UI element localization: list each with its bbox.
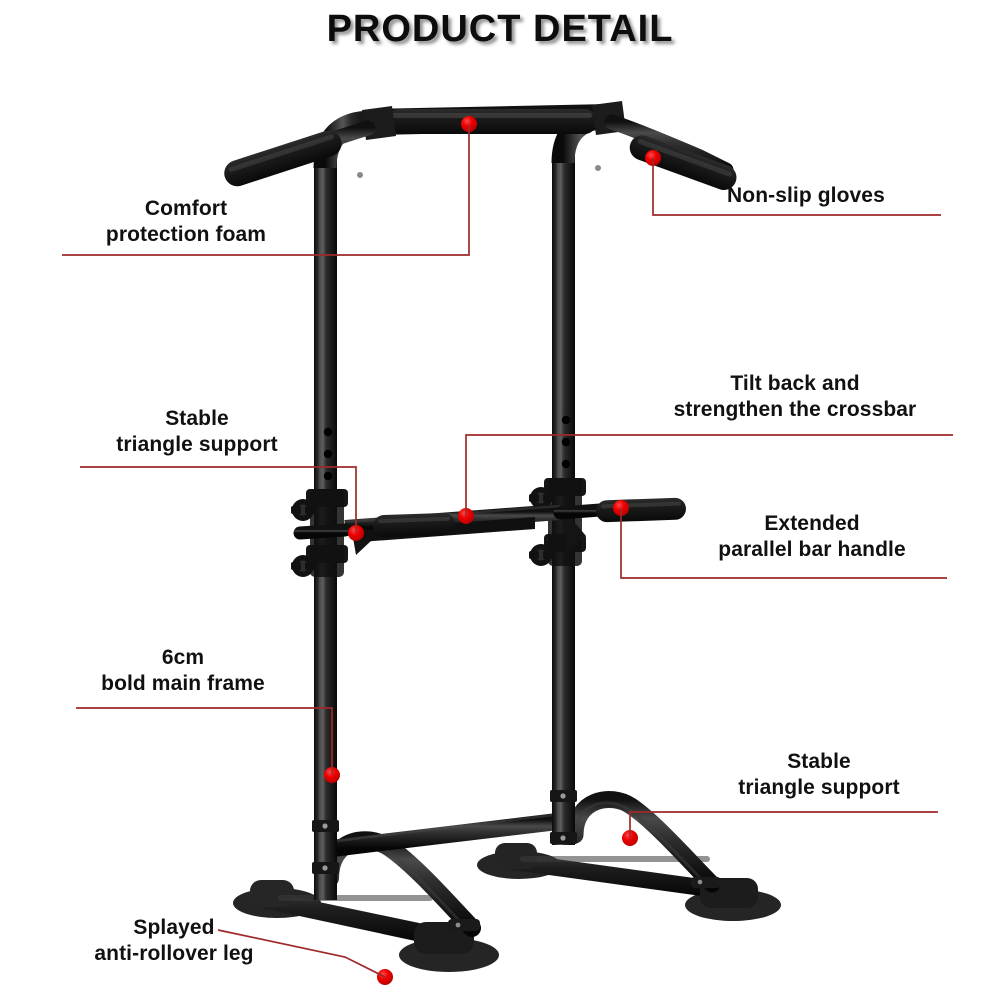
marker-dot-tilt-back-strengthen-crossbar [458,508,474,524]
callout-label-stable-triangle-support-upper: Stable triangle support [116,407,278,456]
marker-dot-stable-triangle-support-upper [348,525,364,541]
marker-dot-splayed-anti-rollover-leg [377,969,393,985]
callout-label-tilt-back-strengthen-crossbar: Tilt back and strengthen the crossbar [673,372,917,421]
callout-label-bold-main-frame: 6cm bold main frame [101,646,265,695]
knob-right-lower [529,544,553,566]
marker-dot-extended-parallel-bar-handle [613,500,629,516]
marker-dot-bold-main-frame [324,767,340,783]
marker-dot-non-slip-gloves [645,150,661,166]
base-rear [477,843,781,921]
callout-label-stable-triangle-support-lower: Stable triangle support [738,750,900,799]
grip-handle-left [224,120,376,187]
callout-label-non-slip-gloves: Non-slip gloves [727,184,885,207]
knob-left-lower [291,555,315,577]
top-pullup-bar [357,101,626,178]
triangle-support-rear [566,791,721,893]
callout-label-comfort-protection-foam: Comfort protection foam [105,197,267,246]
page-title: PRODUCT DETAIL [326,8,674,50]
callout-label-extended-parallel-bar-handle: Extended parallel bar handle [718,512,906,561]
lower-tie-bar [334,811,572,857]
adjust-bracket-right [529,478,586,566]
marker-dot-comfort-protection-foam [461,116,477,132]
grip-handle-right [604,114,737,190]
marker-dot-stable-triangle-support-lower [622,830,638,846]
callout-label-splayed-anti-rollover-leg: Splayed anti-rollover leg [94,916,254,965]
